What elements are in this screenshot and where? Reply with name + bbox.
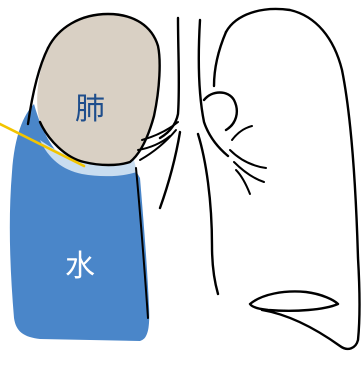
water-label: 水: [65, 252, 95, 282]
mediastinum-curve: [204, 93, 237, 131]
mediastinum-border-right: [198, 134, 218, 294]
right-lung-medial-edge: [214, 32, 226, 86]
right-bronchus-4: [232, 126, 252, 140]
lung-label: 肺: [75, 95, 105, 125]
trachea-left-wall: [160, 18, 179, 138]
right-lung-outline: [226, 9, 360, 349]
right-bronchus-1: [230, 150, 266, 168]
diaphragm-dome: [250, 292, 338, 311]
